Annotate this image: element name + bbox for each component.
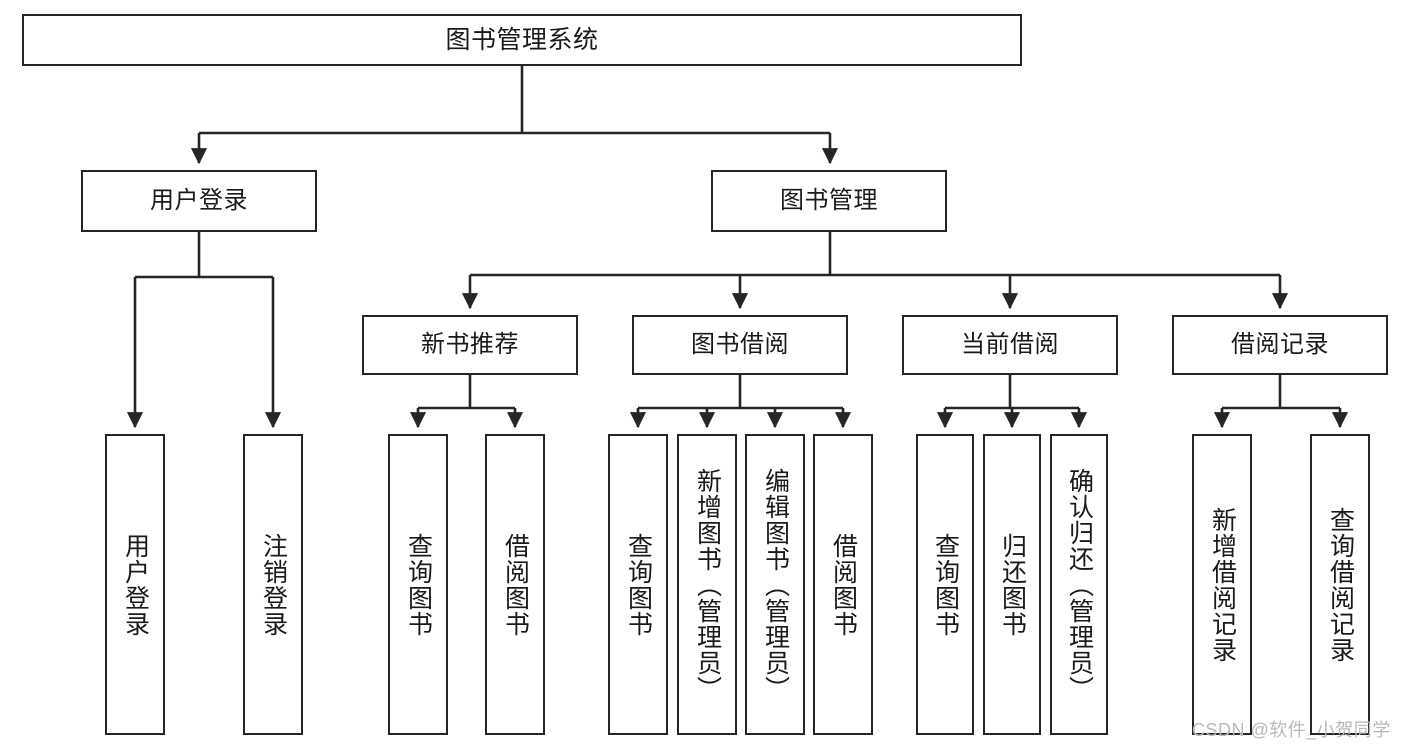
node-leaf-rec-borrow-book[interactable]: 借阅图书 [485, 434, 545, 735]
node-leaf-cb-return-book-label: 归还图书 [998, 532, 1027, 637]
node-leaf-br-query-book[interactable]: 查询图书 [608, 434, 668, 735]
node-leaf-br-add-book[interactable]: 新增图书（管理员） [677, 434, 737, 735]
node-leaf-rec-query-record[interactable]: 查询借阅记录 [1310, 434, 1370, 735]
node-borrow-record-label: 借阅记录 [1231, 331, 1329, 359]
node-leaf-rec-borrow-book-label: 借阅图书 [501, 532, 530, 637]
node-leaf-br-borrow-book-label: 借阅图书 [829, 532, 858, 637]
node-leaf-cb-query-book-label: 查询图书 [931, 532, 960, 637]
node-user-login[interactable]: 用户登录 [81, 170, 317, 232]
node-book-borrow-label: 图书借阅 [691, 331, 789, 359]
node-book-manage[interactable]: 图书管理 [711, 170, 947, 232]
node-root[interactable]: 图书管理系统 [22, 14, 1022, 66]
node-current-borrow-label: 当前借阅 [961, 331, 1059, 359]
node-leaf-logout-user[interactable]: 注销登录 [243, 434, 303, 735]
node-leaf-rec-query-record-label: 查询借阅记录 [1326, 506, 1355, 663]
node-leaf-br-add-book-label: 新增图书（管理员） [693, 467, 722, 702]
node-leaf-br-query-book-label: 查询图书 [624, 532, 653, 637]
node-book-borrow[interactable]: 图书借阅 [632, 315, 848, 375]
node-book-manage-label: 图书管理 [780, 187, 878, 215]
node-leaf-cb-confirm-return[interactable]: 确认归还（管理员） [1050, 434, 1108, 735]
node-leaf-br-borrow-book[interactable]: 借阅图书 [813, 434, 873, 735]
node-leaf-login-user-label: 用户登录 [121, 532, 150, 637]
node-leaf-br-edit-book-label: 编辑图书（管理员） [761, 467, 790, 702]
node-borrow-record[interactable]: 借阅记录 [1172, 315, 1388, 375]
node-leaf-cb-return-book[interactable]: 归还图书 [983, 434, 1041, 735]
node-new-book-rec[interactable]: 新书推荐 [362, 315, 578, 375]
node-leaf-rec-query-book[interactable]: 查询图书 [388, 434, 448, 735]
node-leaf-rec-query-book-label: 查询图书 [404, 532, 433, 637]
node-leaf-cb-query-book[interactable]: 查询图书 [916, 434, 974, 735]
node-leaf-login-user[interactable]: 用户登录 [105, 434, 165, 735]
node-leaf-logout-user-label: 注销登录 [259, 532, 288, 637]
node-leaf-br-edit-book[interactable]: 编辑图书（管理员） [745, 434, 805, 735]
node-current-borrow[interactable]: 当前借阅 [902, 315, 1118, 375]
node-user-login-label: 用户登录 [150, 187, 248, 215]
node-leaf-cb-confirm-return-label: 确认归还（管理员） [1065, 467, 1094, 702]
node-leaf-rec-add-record-label: 新增借阅记录 [1208, 506, 1237, 663]
node-new-book-rec-label: 新书推荐 [421, 331, 519, 359]
node-root-label: 图书管理系统 [445, 25, 599, 54]
node-leaf-rec-add-record[interactable]: 新增借阅记录 [1192, 434, 1252, 735]
csdn-watermark: CSDN @软件_小贺同学 [1192, 720, 1391, 740]
